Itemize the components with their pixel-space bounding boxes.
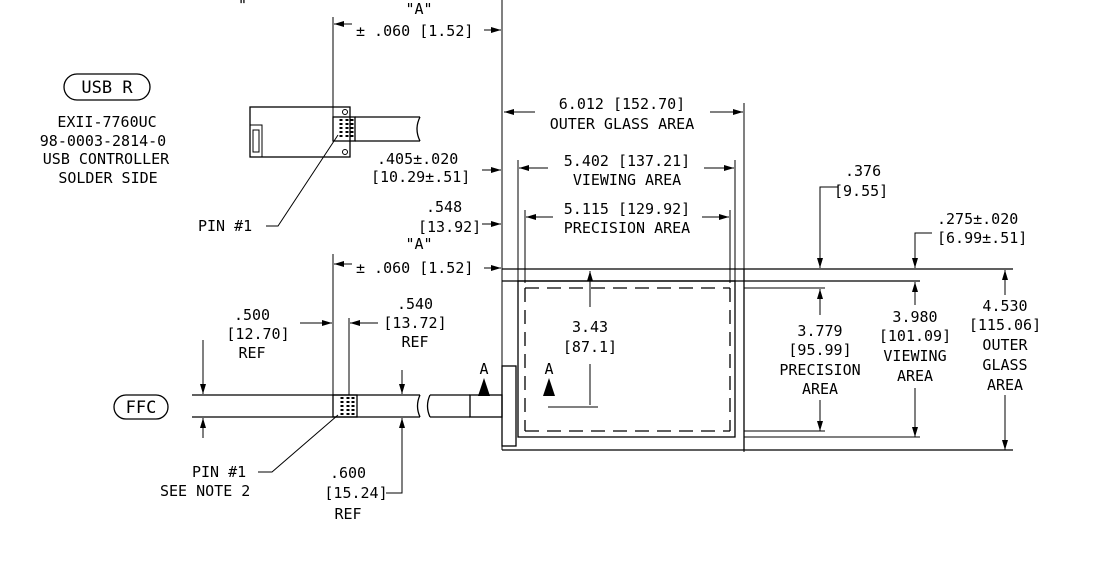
- dim-540-mm: [13.72]: [383, 314, 446, 332]
- usb-label-outline: [63, 73, 151, 101]
- dim-405-mm: [10.29±.51]: [371, 168, 470, 186]
- top-a-tolerance: ± .060 [1.52]: [356, 22, 473, 40]
- usb-controller-board: [249, 106, 421, 158]
- usb-part-number: EXII-7760UC: [57, 113, 156, 131]
- viewing-height-label-2: AREA: [897, 367, 933, 385]
- ffc-cable: [192, 365, 517, 447]
- precision-width-label: PRECISION AREA: [564, 219, 690, 237]
- usb-description-2: SOLDER SIDE: [58, 169, 157, 187]
- viewing-height-label-1: VIEWING: [883, 347, 946, 365]
- dim-548-mm: [13.92]: [418, 218, 481, 236]
- ffc-label-outline: [113, 394, 169, 420]
- outer-height-label-1: OUTER: [982, 336, 1028, 354]
- usb-pin-label: PIN #1: [198, 217, 252, 235]
- usb-pin-leader: [266, 134, 339, 227]
- dim-376-mm: [9.55]: [834, 182, 888, 200]
- mid-a-label: "A": [405, 235, 432, 253]
- dim-275: .275±.020: [937, 210, 1018, 228]
- outer-height-label-2: GLASS: [982, 356, 1027, 374]
- dim-275-mm: [6.99±.51]: [937, 229, 1027, 247]
- dim-540-ref: REF: [401, 333, 428, 351]
- ffc-pin-label: PIN #1: [192, 463, 246, 481]
- dim-405: .405±.020: [377, 150, 458, 168]
- dim-600: .600: [330, 464, 366, 482]
- precision-height-mm: [95.99]: [788, 341, 851, 359]
- viewing-width-label: VIEWING AREA: [573, 171, 681, 189]
- dim-343: 3.43: [572, 318, 608, 336]
- dim-540: .540: [397, 295, 433, 313]
- outer-height-dim: 4.530: [982, 297, 1027, 315]
- usb-drawing-number: 98-0003-2814-0: [40, 132, 166, 150]
- section-a-label: A: [479, 360, 488, 378]
- dim-343-mm: [87.1]: [563, 338, 617, 356]
- dim-600-mm: [15.24]: [324, 484, 387, 502]
- touchscreen-glass: [502, 268, 1013, 451]
- mid-a-tolerance: ± .060 [1.52]: [356, 259, 473, 277]
- ffc-label: FFC: [126, 398, 157, 418]
- outer-width-label: OUTER GLASS AREA: [550, 115, 695, 133]
- top-quote-mark: ": [238, 0, 247, 14]
- dim-376: .376: [845, 162, 881, 180]
- top-a-label: "A": [405, 0, 432, 18]
- ffc-pin-leader: [258, 414, 339, 473]
- usb-description-1: USB CONTROLLER: [43, 150, 170, 168]
- precision-height-label-1: PRECISION: [779, 361, 860, 379]
- usb-label: USB R: [81, 78, 133, 98]
- precision-height-dim: 3.779: [797, 322, 842, 340]
- dim-500-ref: REF: [238, 344, 265, 362]
- dim-548: .548: [426, 198, 462, 216]
- dim-600-ref: REF: [334, 505, 361, 523]
- precision-height-label-2: AREA: [802, 380, 838, 398]
- dim-500: .500: [234, 306, 270, 324]
- section-a-inner-label: A: [544, 360, 553, 378]
- outer-width-dim: 6.012 [152.70]: [559, 95, 685, 113]
- outer-height-mm: [115.06]: [969, 316, 1041, 334]
- section-a-inner-arrow: [543, 378, 555, 396]
- viewing-height-mm: [101.09]: [879, 327, 951, 345]
- ffc-note: SEE NOTE 2: [160, 482, 250, 500]
- viewing-height-dim: 3.980: [892, 308, 937, 326]
- viewing-width-dim: 5.402 [137.21]: [564, 152, 690, 170]
- outer-height-label-3: AREA: [987, 376, 1023, 394]
- dim-500-mm: [12.70]: [226, 325, 289, 343]
- section-a-arrow: [478, 378, 490, 396]
- precision-width-dim: 5.115 [129.92]: [564, 200, 690, 218]
